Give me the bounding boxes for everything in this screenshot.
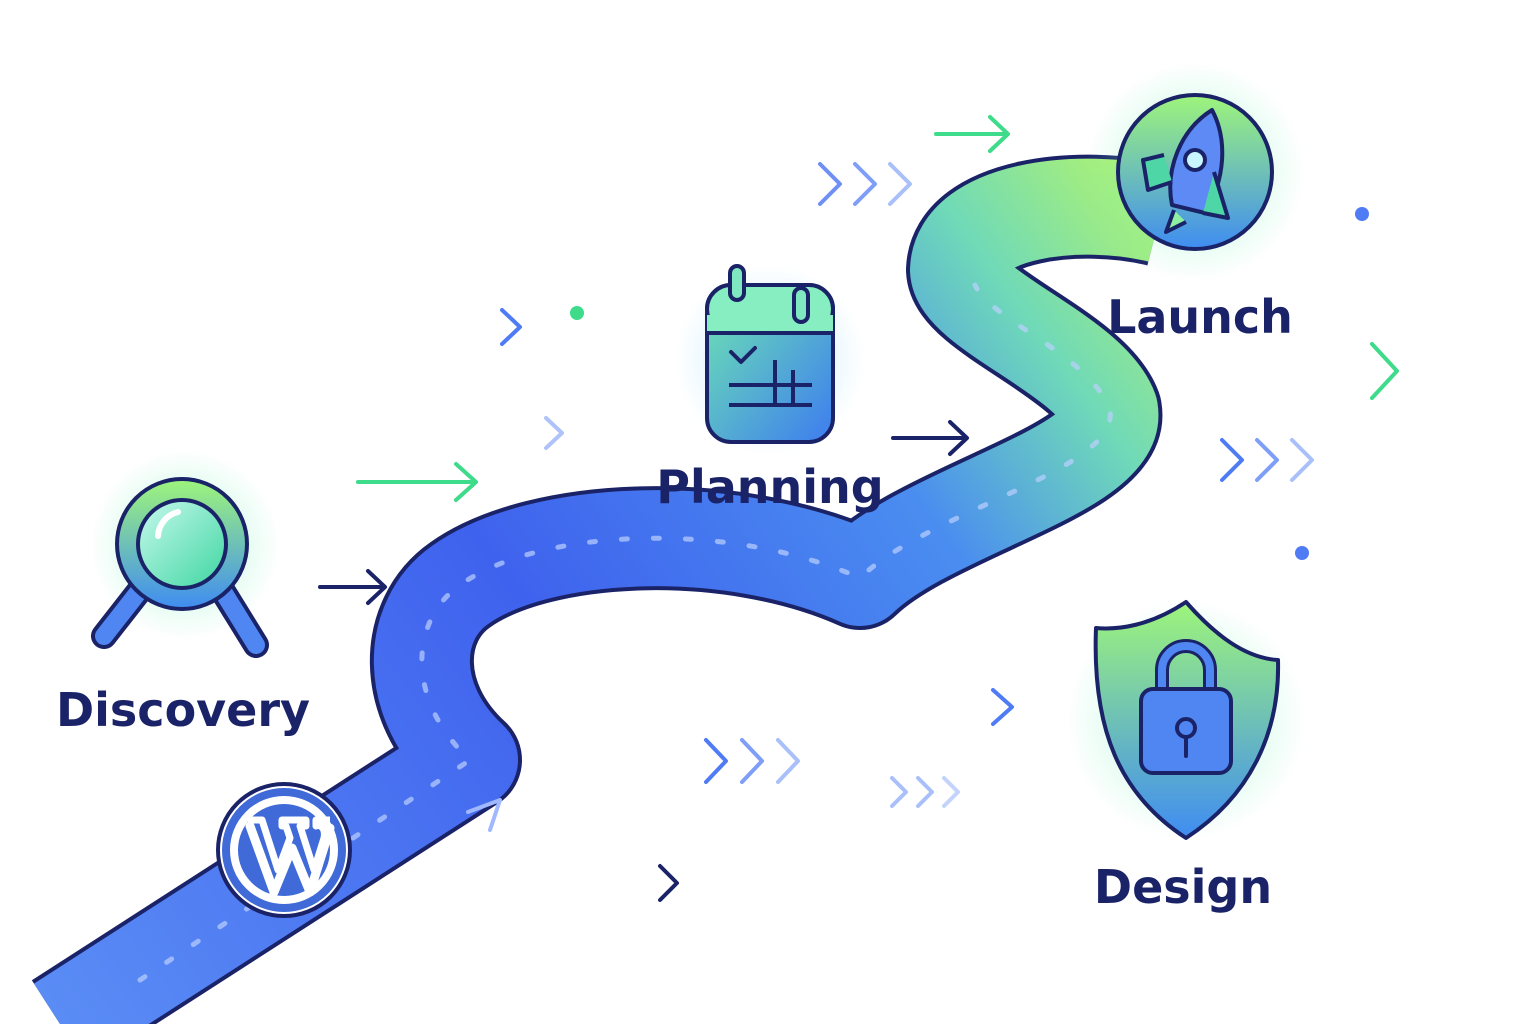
- design-label: Design: [1094, 860, 1272, 914]
- chevrons-icon: [704, 738, 800, 784]
- arrow-icon: [914, 688, 1014, 726]
- arrow-icon: [318, 569, 387, 605]
- arrow-icon: [388, 308, 522, 346]
- launch-label: Launch: [1107, 290, 1293, 344]
- shield-lock-icon: [1093, 600, 1281, 840]
- decorative-dots: [570, 207, 1369, 560]
- planning-label: Planning: [656, 460, 883, 514]
- chevrons-icon: [1220, 438, 1314, 482]
- arrow-icon: [356, 462, 478, 502]
- rocket-icon: [1116, 93, 1274, 251]
- dot: [1355, 207, 1369, 221]
- dot: [1295, 546, 1309, 560]
- dot: [570, 306, 584, 320]
- magnifier-icon: [91, 477, 269, 658]
- calendar-icon: [705, 264, 835, 444]
- arrow-icon: [506, 416, 564, 450]
- road-center-dashes: [137, 282, 1113, 983]
- arrow-icon: [891, 420, 969, 456]
- chevron-groups: [704, 162, 1314, 808]
- discovery-stage: Discovery: [56, 450, 310, 737]
- decorative-arrows: [318, 115, 1399, 902]
- arrow-icon: [578, 864, 679, 902]
- road: [31, 154, 1173, 1024]
- launch-stage: Launch: [1085, 62, 1305, 344]
- discovery-label: Discovery: [56, 683, 310, 737]
- road-direction-arrow: [466, 798, 502, 832]
- planning-stage: Planning: [656, 264, 884, 514]
- arrow-icon: [1298, 342, 1399, 400]
- wordpress-icon: [216, 782, 352, 918]
- arrow-icon: [934, 115, 1010, 153]
- chevrons-icon: [890, 776, 960, 808]
- chevrons-icon: [818, 162, 912, 206]
- design-stage: Design: [1066, 600, 1306, 914]
